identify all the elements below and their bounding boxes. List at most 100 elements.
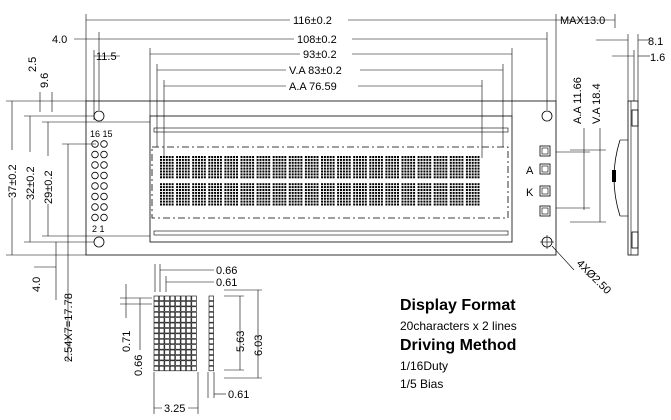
char-cell — [417, 156, 432, 179]
pin-pad — [100, 161, 108, 169]
char-cell — [337, 156, 351, 179]
char-cell — [449, 156, 464, 179]
char-cell — [256, 183, 271, 206]
dim-dot-066-left: 0.66 — [133, 355, 145, 376]
char-cell — [449, 183, 464, 206]
backlight-pad-bottom — [539, 205, 551, 217]
char-cell — [224, 183, 238, 206]
char-cell — [465, 156, 480, 179]
pin-pad — [91, 150, 99, 159]
pin-pad — [91, 213, 99, 222]
pin-pad — [100, 150, 108, 159]
pin-pad — [100, 171, 108, 180]
viewing-area — [151, 146, 509, 219]
char-cell — [353, 156, 367, 179]
dim-overall-h: 37±0.2 — [7, 164, 19, 198]
display-info: Display Format 20characters x 2 lines Dr… — [400, 297, 517, 391]
label-k: K — [526, 187, 534, 199]
dim-dot-061-bottom: 0.61 — [228, 389, 249, 401]
char-cell — [208, 183, 222, 206]
char-cell — [304, 156, 319, 179]
dim-dot-066-top: 0.66 — [216, 265, 237, 277]
char-cell — [321, 183, 335, 206]
label-a: A — [526, 165, 534, 177]
dim-side-1-6: 1.6 — [650, 52, 665, 64]
char-cell — [240, 183, 255, 206]
backlight-pad-k — [539, 185, 551, 197]
dim-side-8-1: 8.1 — [648, 36, 663, 48]
pin-pad — [91, 203, 99, 211]
char-cell — [433, 183, 448, 206]
pin-pad — [100, 182, 108, 190]
dim-max-thickness: MAX13.0 — [560, 15, 605, 27]
backlight-pad-a — [539, 163, 551, 175]
char-cell — [385, 183, 399, 206]
char-cell — [288, 156, 303, 179]
pin-pad — [100, 213, 108, 222]
dim-bezel-w: 93±0.2 — [303, 49, 337, 61]
pin-pad — [100, 140, 108, 148]
char-cell — [465, 183, 480, 206]
char-cell — [256, 156, 271, 179]
char-cell — [385, 156, 399, 179]
dim-hole-offset: 4.0 — [52, 34, 67, 46]
char-cell — [272, 183, 287, 206]
bezel-bottom-strip — [153, 230, 509, 236]
character-dot-detail — [153, 295, 214, 372]
dim-aa-h: A.A 11.66 — [572, 77, 584, 124]
pin-pad — [100, 192, 108, 201]
dim-pin-offset: 11.5 — [96, 51, 117, 63]
character-grid — [160, 156, 480, 206]
pin-pad — [91, 192, 99, 201]
duty-value: 1/16Duty — [400, 359, 449, 373]
dim-pin-pitch: 2.54X7=17.78 — [63, 293, 75, 362]
pcb-outline — [85, 100, 557, 256]
dim-dot-071: 0.71 — [121, 331, 133, 352]
char-cell — [321, 156, 335, 179]
dim-top-2-5: 2.5 — [27, 57, 39, 72]
pin-pad — [100, 203, 108, 211]
dim-holes: 4XØ2.50 — [574, 258, 613, 297]
backlight-pad-top — [539, 145, 551, 157]
mount-hole-tl — [93, 110, 105, 122]
display-format-title: Display Format — [400, 297, 516, 314]
dim-top-9-6: 9.6 — [39, 73, 51, 88]
char-cell — [208, 156, 222, 179]
mount-hole-tr — [541, 110, 553, 122]
char-cell — [401, 183, 416, 206]
dim-overall-width: 116±0.2 — [293, 15, 332, 27]
dim-va-h: V.A 18.4 — [591, 83, 603, 124]
dim-va-w: V.A 83±0.2 — [289, 65, 342, 77]
char-cell — [192, 156, 206, 179]
dim-dot-325: 3.25 — [164, 403, 185, 415]
pin-pad — [91, 182, 99, 190]
char-cell — [417, 183, 432, 206]
dim-aa-w: A.A 76.59 — [289, 81, 337, 93]
char-cell — [369, 183, 383, 206]
side-view-pcb — [627, 100, 639, 256]
char-cell — [176, 183, 190, 206]
dim-hole-pitch-h: 32±0.2 — [25, 166, 37, 200]
char-cell — [160, 156, 174, 179]
bezel-top-strip — [153, 127, 509, 133]
char-cell — [272, 156, 287, 179]
char-cell — [401, 156, 416, 179]
dim-bottom-4-0: 4.0 — [31, 277, 43, 292]
driving-method-title: Driving Method — [400, 337, 517, 354]
char-cell — [433, 156, 448, 179]
dim-hole-pitch-w: 108±0.2 — [297, 34, 337, 46]
dim-dot-563: 5.63 — [235, 331, 247, 352]
pin-pad — [91, 171, 99, 180]
bias-value: 1/5 Bias — [400, 377, 444, 391]
char-cell — [240, 156, 255, 179]
dim-dot-603: 6.03 — [253, 335, 265, 356]
mount-hole-bl — [93, 236, 105, 248]
bezel-outline — [149, 115, 513, 243]
pin-label-2-1: 2 1 — [92, 224, 105, 234]
char-cell — [160, 183, 174, 206]
char-cell — [353, 183, 367, 206]
char-cell — [192, 183, 206, 206]
dim-dot-061-top: 0.61 — [216, 277, 237, 289]
display-format-value: 20characters x 2 lines — [400, 319, 517, 333]
